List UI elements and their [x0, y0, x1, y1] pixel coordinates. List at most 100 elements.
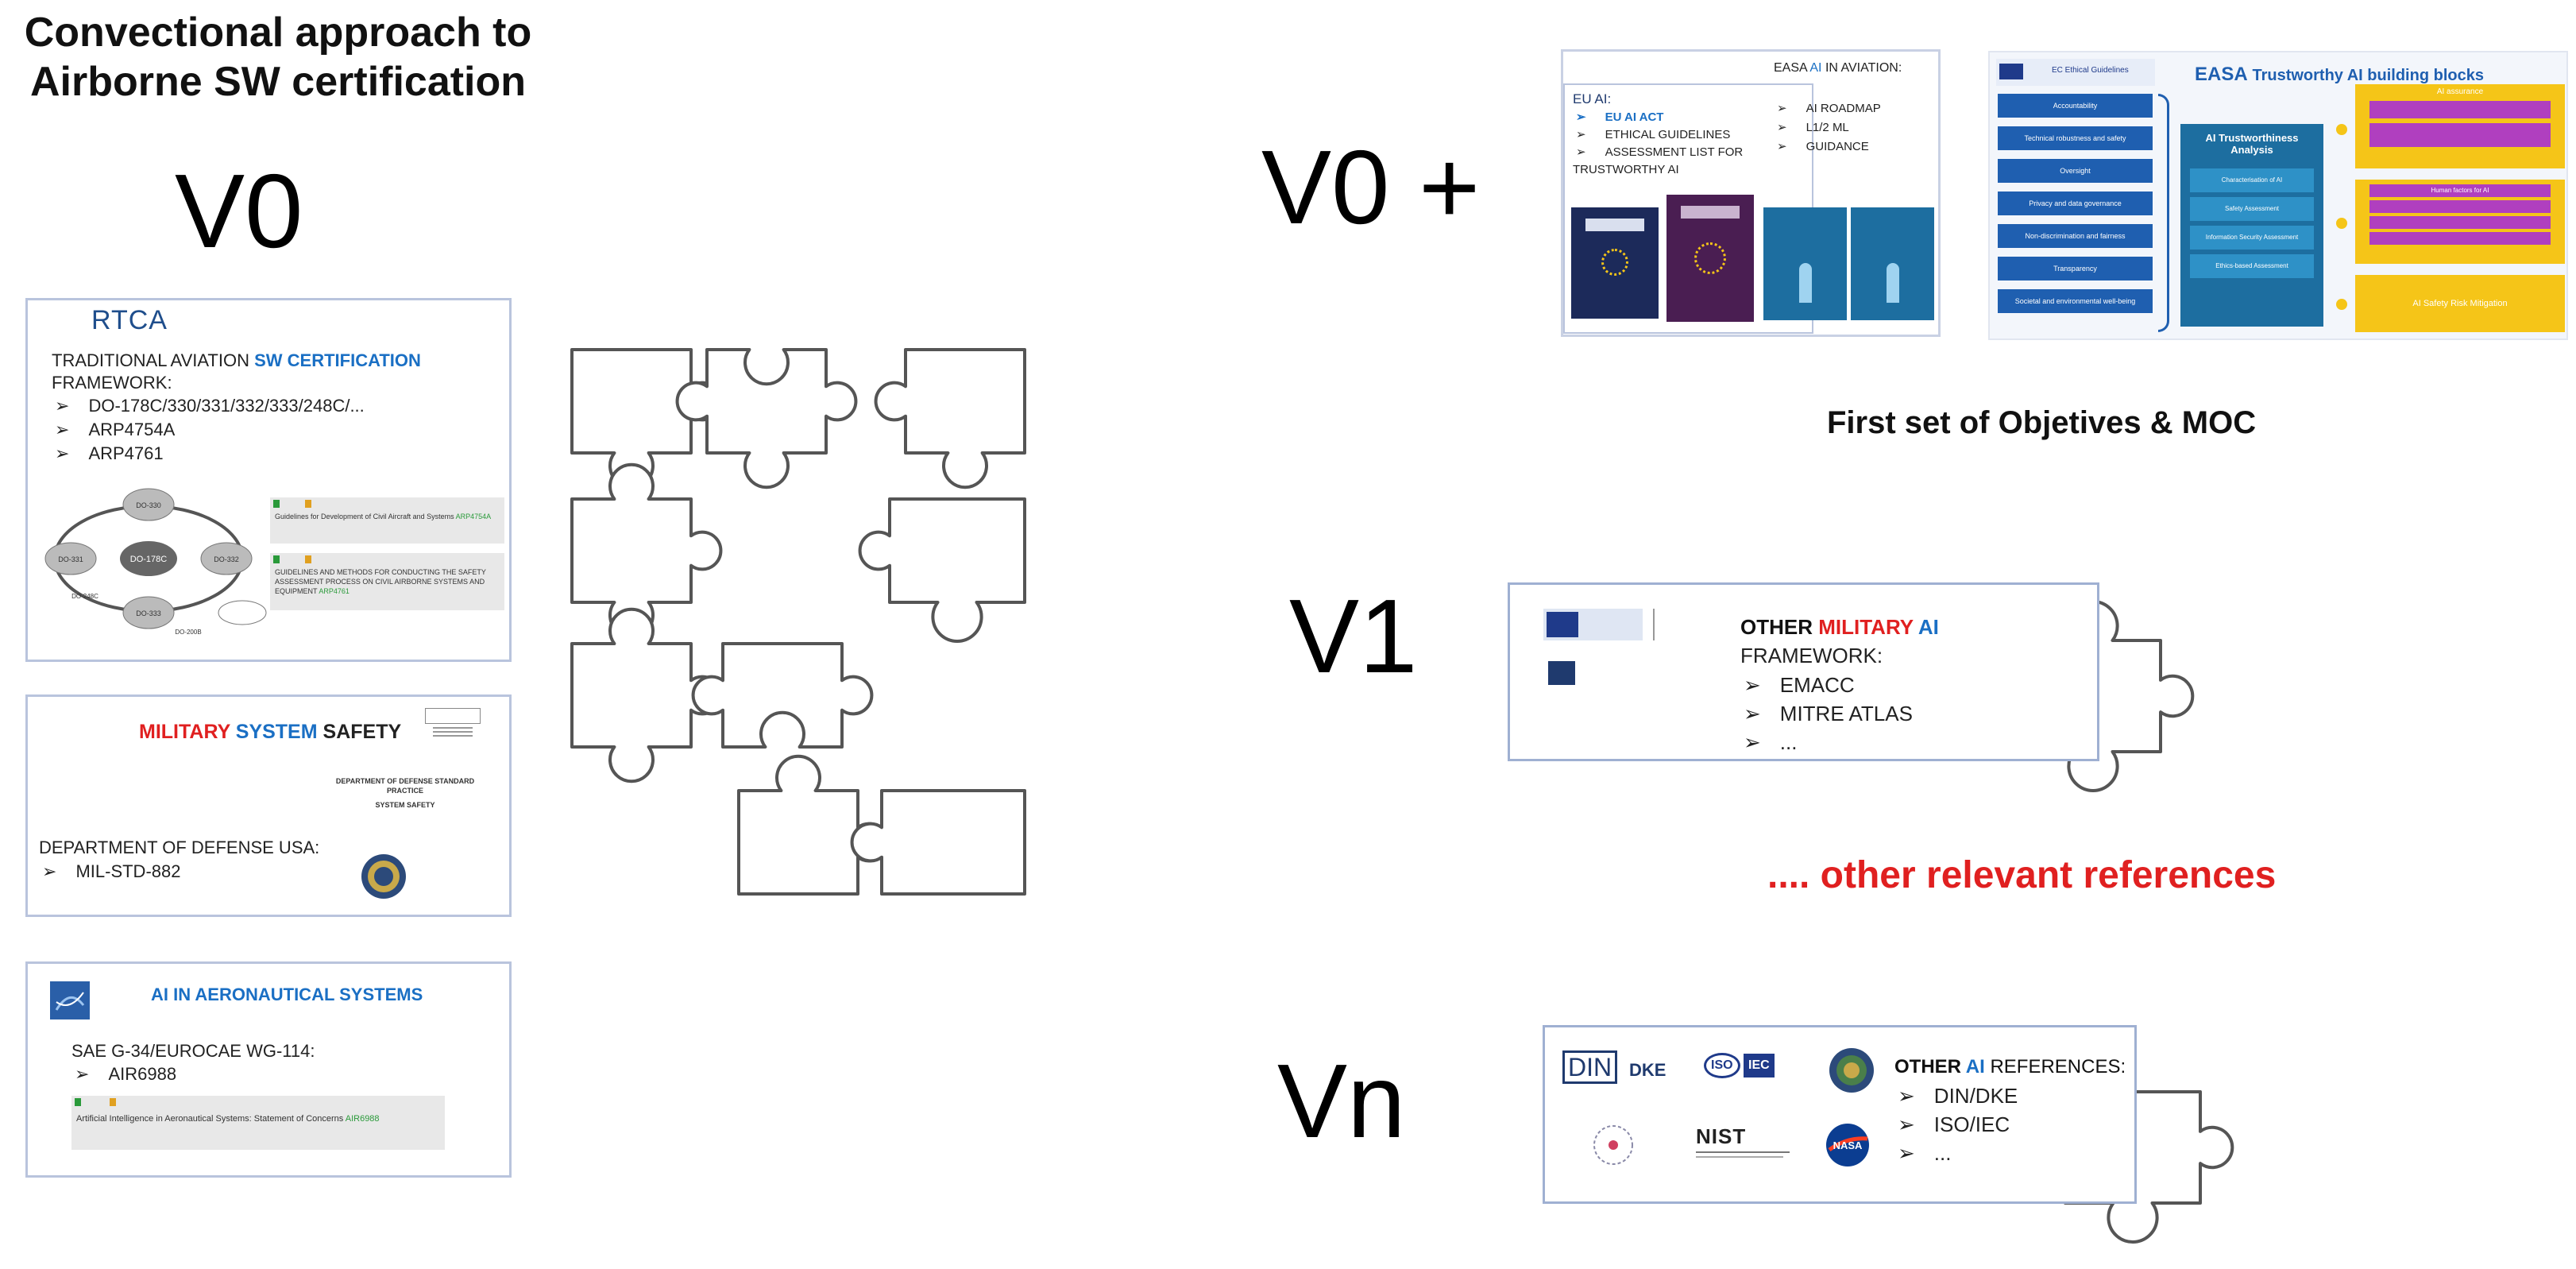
easa-doc-cover: [1763, 207, 1847, 320]
nasa-logo-icon: NASA: [1826, 1124, 1869, 1166]
ec-list-item: Accountability: [1998, 94, 2153, 118]
eu-ai-list: EU AI ACT ETHICAL GUIDELINES ASSESSMENT …: [1573, 109, 1763, 179]
other-ai-card: DIN DKE ISO IEC OTHER AI REFERENCES: DIN…: [1543, 1025, 2137, 1204]
easa-doc-cover: [1851, 207, 1934, 320]
ai-aero-note-code: AIR6988: [345, 1114, 380, 1124]
rtca-list: DO-178C/330/331/332/333/248C/... ARP4754…: [52, 394, 365, 466]
eda-logo: [1543, 609, 1643, 640]
svg-text:NASA: NASA: [1833, 1139, 1863, 1151]
svg-text:DO-200B: DO-200B: [175, 629, 201, 636]
puzzle-piece-icon: [570, 462, 723, 639]
ec-list-item: Privacy and data governance: [1998, 192, 2153, 215]
rtca-item: DO-178C/330/331/332/333/248C/...: [52, 394, 364, 418]
ai-assurance-block: AI assurance: [2355, 84, 2565, 168]
din-logo: DIN DKE: [1562, 1050, 1666, 1084]
rtca-note1-code: ARP4754A: [455, 513, 492, 520]
nist-logo: NIST: [1696, 1124, 1747, 1148]
svg-text:DO-248C: DO-248C: [71, 593, 98, 600]
rtca-title-prefix: TRADITIONAL AVIATION: [52, 350, 249, 370]
ec-list-item: Transparency: [1998, 257, 2153, 280]
risk-mitigation-block: AI Safety Risk Mitigation: [2355, 275, 2565, 332]
puzzle-piece-icon: [691, 642, 874, 749]
building-blocks-figure: EC Ethical Guidelines EASA Trustworthy A…: [1988, 51, 2568, 340]
rtca-note2-text: GUIDELINES AND METHODS FOR CONDUCTING TH…: [275, 568, 486, 595]
ai-aero-note: Artificial Intelligence in Aeronautical …: [71, 1096, 445, 1150]
military-ai-framework: FRAMEWORK:: [1740, 644, 1883, 667]
diagram-node: [200, 542, 253, 575]
doc-sub: SYSTEM SAFETY: [375, 801, 435, 809]
dod-label: DEPARTMENT OF DEFENSE USA:: [39, 838, 320, 857]
military-ai-item: EMACC: [1740, 671, 1913, 699]
rtca-note1-text: Guidelines for Development of Civil Airc…: [275, 513, 454, 520]
puzzle-piece-icon: [874, 348, 1026, 489]
system-word: SYSTEM: [235, 721, 318, 743]
doc-thumbnail: [425, 708, 481, 753]
military-card: MILITARY SYSTEM SAFETY DEPARTMENT OF DEF…: [25, 694, 512, 917]
ec-list-item: Oversight: [1998, 159, 2153, 183]
military-item: MIL-STD-882: [39, 860, 180, 884]
ai-aero-list: AIR6988: [71, 1062, 176, 1086]
do178-diagram: DO-178C DO-330 DO-331 DO-332 DO-333 DO-2…: [44, 488, 267, 636]
rtca-item: ARP4754A: [52, 418, 365, 442]
iso-iec-logo: ISO IEC: [1704, 1053, 1775, 1078]
ai-aero-note-text: Artificial Intelligence in Aeronautical …: [76, 1114, 344, 1124]
rtca-note2-code: ARP4761: [319, 587, 350, 595]
ai-aero-title: AI IN AERONAUTICAL SYSTEMS: [151, 985, 423, 1004]
other-ai-item: ...: [1894, 1139, 2018, 1167]
military-ai-list: EMACC MITRE ATLAS ...: [1740, 671, 1913, 756]
first-set-caption: First set of Objetives & MOC: [1827, 405, 2257, 440]
dod-seal-icon: [361, 854, 406, 899]
ec-list-item: Technical robustness and safety: [1998, 126, 2153, 150]
easa-item: AI ROADMAP: [1774, 99, 1881, 118]
military-ai-card: OTHER MILITARY AI FRAMEWORK: EMACC MITRE…: [1508, 582, 2099, 761]
ai-aero-org: SAE G-34/EUROCAE WG-114:: [71, 1041, 315, 1061]
rtca-item: ARP4761: [52, 442, 365, 466]
safety-word: SAFETY: [322, 721, 402, 743]
headline-line1: Convectional approach to: [24, 10, 532, 56]
rtca-logo: RTCA: [91, 305, 168, 335]
eu-ai-header: EU AI:: [1573, 91, 1612, 106]
puzzle-piece-icon: [858, 497, 1026, 643]
military-ai-item: ...: [1740, 728, 1913, 756]
puzzle-piece-icon: [675, 348, 858, 489]
ec-list-item: Societal and environmental well-being: [1998, 289, 2153, 313]
military-ai-item: MITRE ATLAS: [1740, 699, 1913, 728]
diagram-node: [44, 542, 97, 575]
headline-line2: Airborne SW certification: [29, 59, 527, 105]
doc-caption: DEPARTMENT OF DEFENSE STANDARD PRACTICE: [335, 777, 475, 795]
version-v0: V0: [175, 153, 303, 269]
ec-list: Accountability Technical robustness and …: [1998, 94, 2153, 313]
center-block: AI Trustworthiness Analysis Characterisa…: [2180, 124, 2323, 327]
diagram-center-node: [120, 541, 177, 576]
puzzle-piece-icon: [850, 789, 1026, 896]
other-ai-item: ISO/IEC: [1894, 1110, 2018, 1139]
easa-logo: EASA: [2195, 64, 2247, 85]
military-ai-title: OTHER MILITARY AI: [1740, 615, 1939, 639]
left-headline: Convectional approach to Airborne SW cer…: [0, 8, 556, 106]
easa-header: EASA AI IN AVIATION:: [1774, 61, 1902, 75]
ai-aero-item: AIR6988: [71, 1062, 176, 1086]
rtca-framework: FRAMEWORK:: [52, 373, 172, 393]
rtca-note-2: GUIDELINES AND METHODS FOR CONDUCTING TH…: [270, 553, 504, 610]
easa-item: GUIDANCE: [1774, 137, 1881, 157]
easa-item: L1/2 ML: [1774, 118, 1881, 137]
rtca-title-highlight: SW CERTIFICATION: [254, 350, 421, 370]
military-word: MILITARY: [139, 721, 230, 743]
diagram-node: [122, 596, 175, 629]
ai-aero-card: AI IN AERONAUTICAL SYSTEMS SAE G-34/EURO…: [25, 961, 512, 1178]
diagram-center-label: DO-178C: [130, 555, 168, 564]
version-vn: Vn: [1277, 1043, 1406, 1159]
version-v1: V1: [1289, 578, 1418, 694]
ec-guidelines-label: EC Ethical Guidelines: [2052, 66, 2129, 75]
rtca-note-1: Guidelines for Development of Civil Airc…: [270, 497, 504, 544]
rtca-card: RTCA TRADITIONAL AVIATION SW CERTIFICATI…: [25, 298, 512, 662]
eu-ai-item: EU AI ACT: [1573, 109, 1763, 126]
diagram-node: [218, 600, 267, 625]
other-ai-list: DIN/DKE ISO/IEC ...: [1894, 1081, 2018, 1167]
eu-doc-cover: [1666, 195, 1754, 322]
military-title: MILITARY SYSTEM SAFETY: [139, 721, 401, 744]
svg-text:DO-331: DO-331: [58, 555, 83, 563]
other-ai-item: DIN/DKE: [1894, 1081, 2018, 1110]
eurocae-logo-icon: [50, 981, 90, 1019]
